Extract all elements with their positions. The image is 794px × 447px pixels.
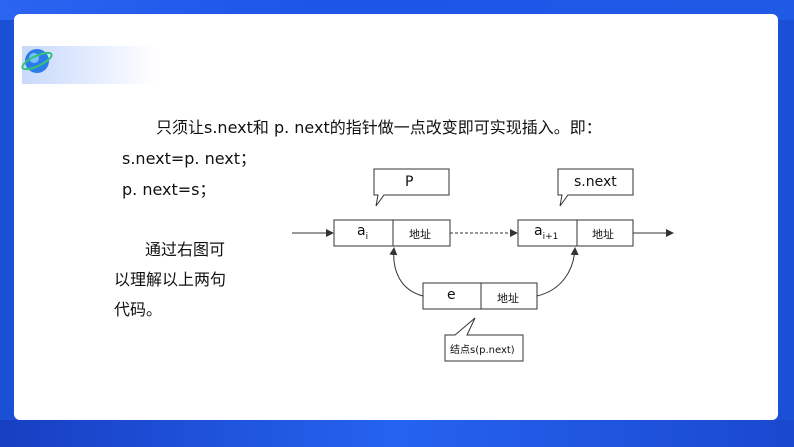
node-b-box: [517, 219, 634, 247]
callout-s-label: 结点s(p.next): [450, 345, 515, 356]
node-a-box: [333, 219, 451, 247]
node-e-box: [422, 282, 538, 310]
callout-s-shape: [444, 317, 524, 362]
side-note-line-2: 以理解以上两句: [114, 270, 227, 289]
side-note-line-1: 通过右图可: [145, 240, 226, 259]
curve-to-b: [536, 247, 579, 297]
callout-p-label: P: [405, 174, 414, 190]
callout-snext-shape: [557, 168, 634, 207]
globe-icon: [21, 49, 53, 73]
node-e-addr: 地址: [497, 292, 519, 305]
paragraph-line-2: s.next=p. next；: [122, 149, 257, 168]
side-note-line-3: 代码。: [114, 300, 163, 319]
paragraph-line-1: 只须让s.next和 p. next的指针做一点改变即可实现插入。即：: [156, 118, 602, 137]
node-b-addr: 地址: [592, 228, 614, 241]
callout-p-shape: [373, 168, 450, 207]
node-a-value: ai: [357, 223, 369, 242]
node-a-addr: 地址: [409, 228, 431, 241]
node-e-value: e: [447, 287, 456, 303]
callout-snext-label: s.next: [574, 174, 617, 190]
footer-band: [0, 420, 794, 447]
paragraph-line-3: p. next=s；: [122, 180, 216, 199]
curve-to-a: [389, 247, 424, 297]
node-b-value: ai+1: [534, 223, 559, 242]
